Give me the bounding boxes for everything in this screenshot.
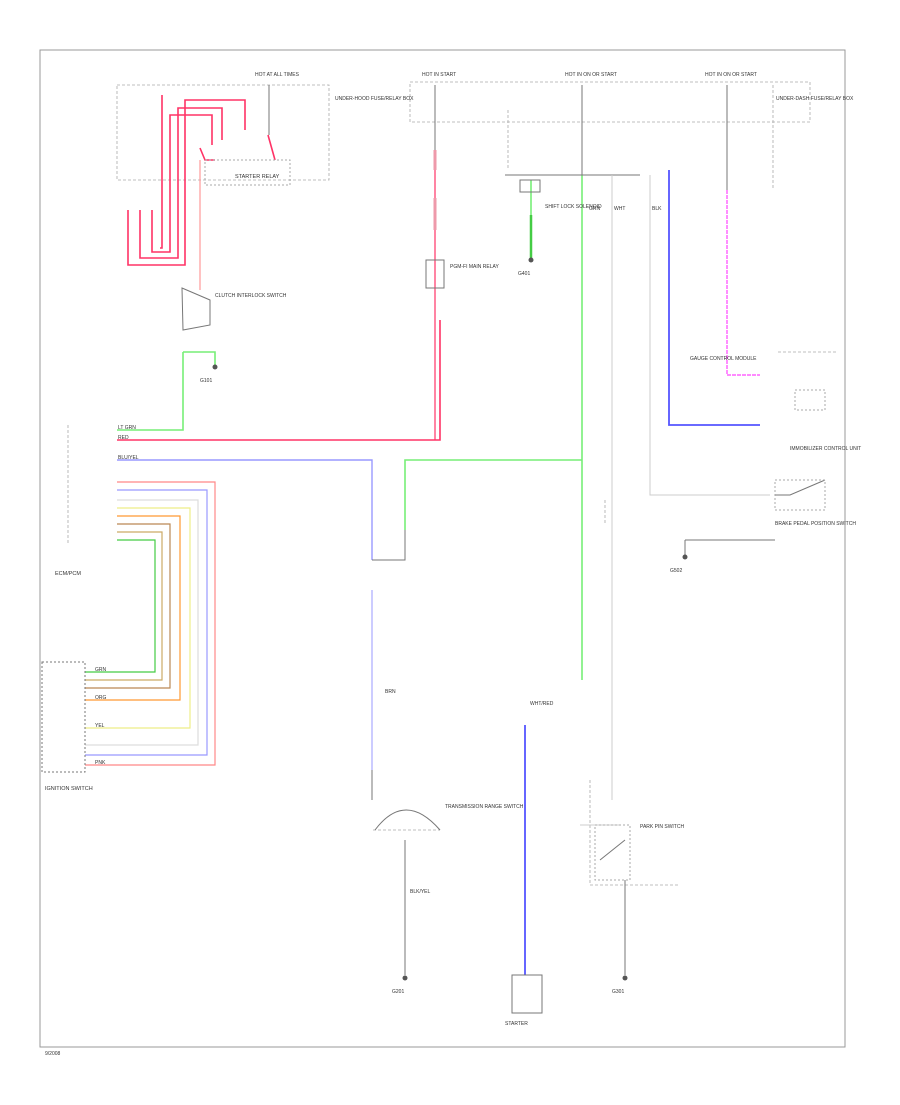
footer-code: 9/2008 (45, 1051, 61, 1057)
transmission-range-symbol (374, 809, 441, 831)
wire-label-wht-red: WHT/RED (530, 701, 554, 707)
ground-label-1: G101 (200, 378, 212, 384)
underhood-box-label: UNDER-HOOD FUSE/RELAY BOX (335, 96, 414, 102)
red-harness (117, 320, 441, 441)
shift-lock-symbol (519, 179, 541, 193)
fuse-block-2: HOT IN START (422, 72, 456, 78)
park-pin-box (594, 824, 631, 881)
wire-label-brn: BRN (385, 689, 396, 695)
fuse-block-3: HOT IN ON OR START (565, 72, 617, 78)
brake-switch-box (774, 479, 826, 511)
transmission-range-label: TRANSMISSION RANGE SWITCH (445, 804, 524, 810)
pgm-fi-relay-label: PGM-FI MAIN RELAY (450, 264, 499, 270)
wire-label-wht: WHT (614, 206, 625, 212)
wire-label-red: RED (118, 435, 129, 441)
wire-label-lt-grn: LT GRN (118, 425, 136, 431)
brake-switch-label: BRAKE PEDAL POSITION SWITCH (775, 521, 856, 527)
brake-switch-contact (775, 479, 826, 496)
ground-symbols (212, 257, 688, 981)
shift-lock-label: SHIFT LOCK SOLENOID (545, 204, 602, 210)
immobilizer-label: IMMOBILIZER CONTROL UNIT (790, 446, 861, 452)
magenta-wire (726, 190, 760, 376)
immobilizer-box (794, 389, 826, 411)
wire-label-pnk: PNK (95, 760, 106, 766)
ignition-switch-box (41, 661, 86, 773)
clutch-switch-label: CLUTCH INTERLOCK SWITCH (215, 293, 287, 299)
starter-relay-box (204, 159, 291, 186)
blu-yel-wire (117, 459, 373, 560)
ground-label-4: G201 (392, 989, 404, 995)
wire-label-yel: YEL (95, 723, 105, 729)
ground-label-5: G301 (612, 989, 624, 995)
red-wires (127, 95, 276, 266)
ground-label-2: G401 (518, 271, 530, 277)
gauge-label: GAUGE CONTROL MODULE (690, 356, 757, 362)
park-pin-label: PARK PIN SWITCH (640, 824, 684, 830)
ground-label-3: G502 (670, 568, 682, 574)
park-pin-contact (599, 839, 626, 861)
ecm-label: ECM/PCM (55, 571, 81, 577)
wire-label-org: ORG (95, 695, 107, 701)
starter-relay-label: STARTER RELAY (235, 174, 280, 180)
wire-label-blk: BLK (652, 206, 662, 212)
ecm-harness (85, 481, 216, 766)
wire-label-grn-2: GRN (589, 206, 601, 212)
fuse-block-1: HOT AT ALL TIMES (255, 72, 300, 78)
pgm-fi-relay-symbol (425, 259, 445, 289)
wire-label-grn: GRN (95, 667, 107, 673)
underdash-box-label: UNDER-DASH FUSE/RELAY BOX (776, 96, 854, 102)
starter-symbol (511, 974, 543, 1014)
starter-label: STARTER (505, 1021, 528, 1027)
gray-wires (580, 175, 770, 826)
blue-wires (524, 170, 760, 975)
green-wires (117, 175, 583, 680)
ignition-switch-label: IGNITION SWITCH (45, 786, 93, 792)
diagram-frame (39, 49, 846, 1048)
component-enclosures (67, 81, 838, 886)
wire-label-blu-yel: BLU/YEL (118, 455, 139, 461)
wire-label-blk-yel: BLK/YEL (410, 889, 431, 895)
clutch-switch-symbol (181, 287, 211, 331)
fuse-block-4: HOT IN ON OR START (705, 72, 757, 78)
black-wires (268, 85, 775, 975)
